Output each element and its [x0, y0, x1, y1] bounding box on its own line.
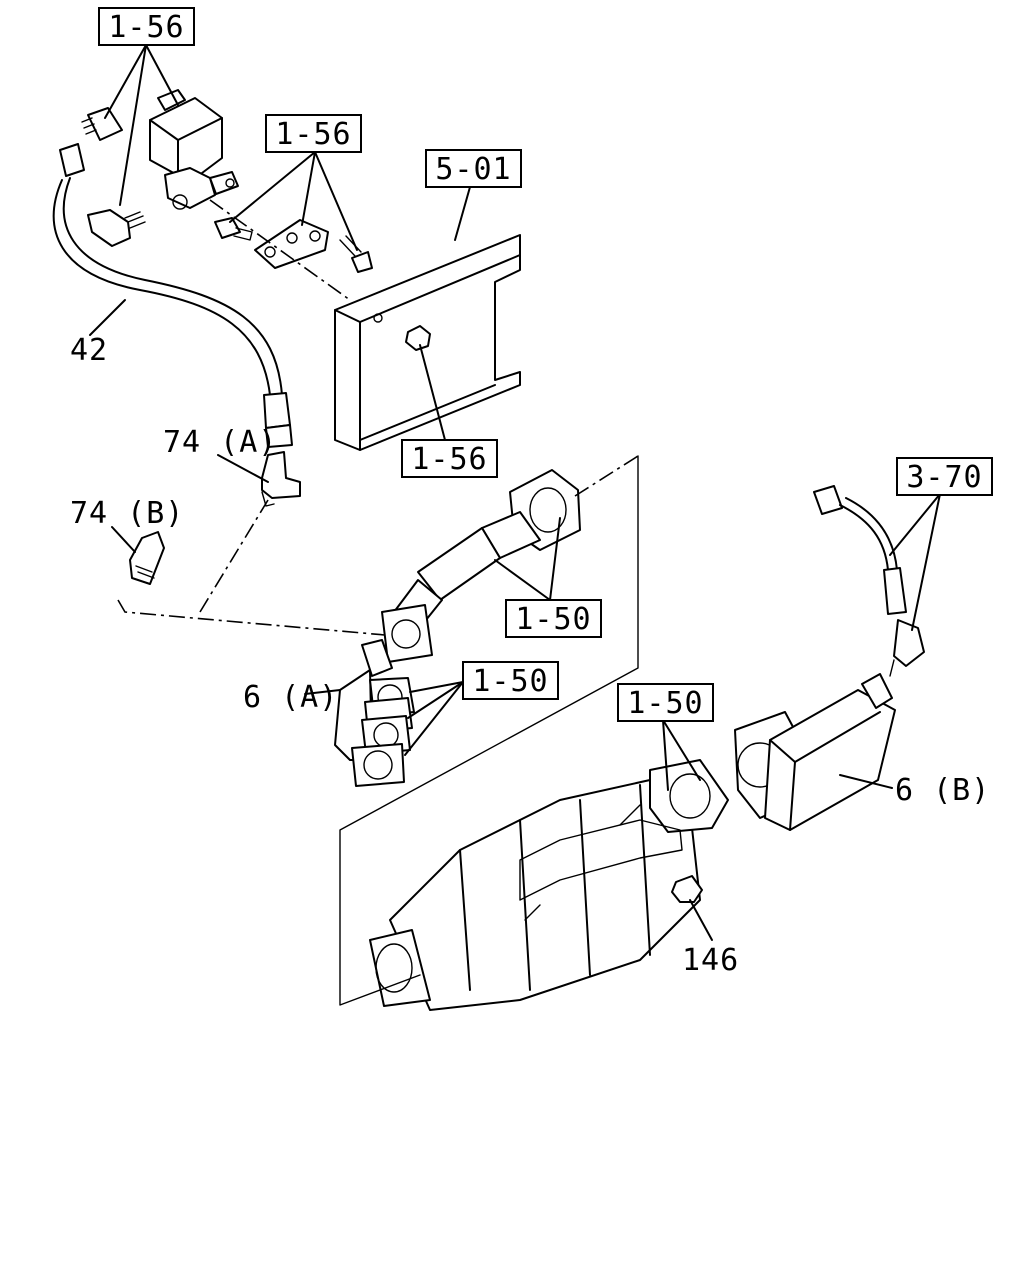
- label-6a: 6 (A): [243, 680, 338, 715]
- exhaust-pipe-part: [381, 469, 581, 663]
- callout-1-56-top: 1-56: [98, 7, 195, 46]
- svg-text:5-01: 5-01: [435, 152, 511, 187]
- svg-text:1-56: 1-56: [411, 442, 487, 477]
- pressure-sensor-part: [149, 89, 239, 210]
- svg-text:1-56: 1-56: [275, 117, 351, 152]
- label-74a: 74 (A): [163, 425, 277, 460]
- fitting-74b: [129, 531, 165, 585]
- phantom-lines: [117, 199, 639, 1006]
- svg-text:1-56: 1-56: [108, 10, 184, 45]
- frame-channel-part: [334, 234, 521, 451]
- svg-text:1-50: 1-50: [515, 602, 591, 637]
- tee-fitting-74a: [261, 451, 301, 507]
- callout-1-56-nut: 1-56: [401, 439, 498, 478]
- label-6b: 6 (B): [895, 773, 990, 808]
- pipe-6b-part: [734, 673, 896, 831]
- dpf-converter-part: [369, 759, 729, 1011]
- callout-1-50-pipe: 1-50: [505, 599, 602, 638]
- label-146: 146: [682, 943, 739, 978]
- callout-1-56-bracket: 1-56: [265, 114, 362, 153]
- svg-text:3-70: 3-70: [906, 460, 982, 495]
- svg-text:1-50: 1-50: [472, 664, 548, 699]
- callout-1-50-dpf: 1-50: [617, 683, 714, 722]
- leader-lines: [89, 44, 941, 941]
- svg-text:1-50: 1-50: [627, 686, 703, 721]
- callout-5-01: 5-01: [425, 149, 522, 188]
- connector-part: [81, 107, 123, 141]
- callout-3-70: 3-70: [896, 457, 993, 496]
- mounting-bracket-part: [214, 217, 373, 273]
- label-42: 42: [70, 333, 108, 368]
- temperature-sensor-part: [813, 485, 925, 677]
- elbow-fitting-part: [87, 209, 146, 247]
- callout-1-50-gaskets: 1-50: [462, 661, 559, 700]
- label-74b: 74 (B): [70, 496, 184, 531]
- hose-part: [52, 143, 293, 448]
- pipe-6a-part: [334, 639, 415, 787]
